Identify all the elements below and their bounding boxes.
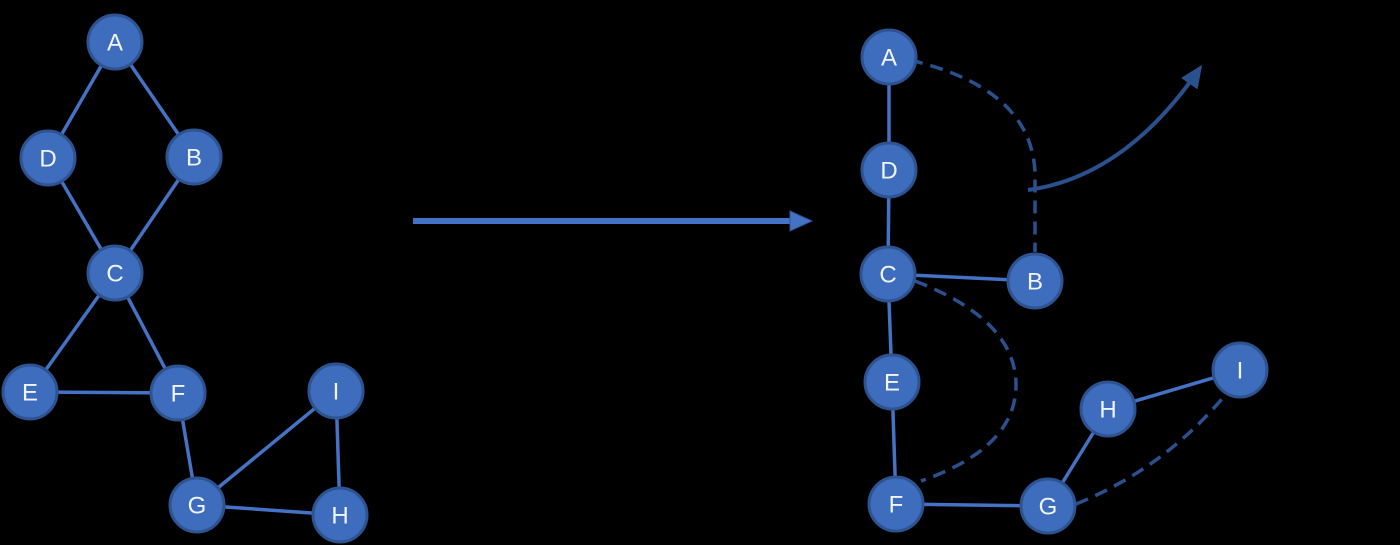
node-E xyxy=(1,363,59,421)
transform-arrowhead-icon xyxy=(789,210,814,232)
node-H xyxy=(1079,380,1137,438)
node-D xyxy=(19,129,77,187)
node-E xyxy=(863,353,921,411)
transform-arrow xyxy=(413,210,814,232)
back-edge-G-I xyxy=(1075,392,1228,506)
node-C xyxy=(859,245,917,303)
node-D xyxy=(860,141,918,199)
node-B xyxy=(165,128,223,186)
node-F xyxy=(867,475,925,533)
back-edge-C-F xyxy=(914,279,1018,483)
annotation-curved-arrow xyxy=(1027,64,1203,192)
edge-G-I xyxy=(195,389,338,507)
node-H xyxy=(311,486,369,544)
node-B xyxy=(1006,252,1064,310)
node-G xyxy=(168,476,226,534)
node-I xyxy=(307,362,365,420)
node-A xyxy=(860,28,918,86)
node-G xyxy=(1019,477,1077,535)
node-C xyxy=(86,244,144,302)
node-I xyxy=(1211,341,1269,399)
node-F xyxy=(149,364,207,422)
node-A xyxy=(86,13,144,71)
back-edge-A-B xyxy=(909,58,1037,252)
